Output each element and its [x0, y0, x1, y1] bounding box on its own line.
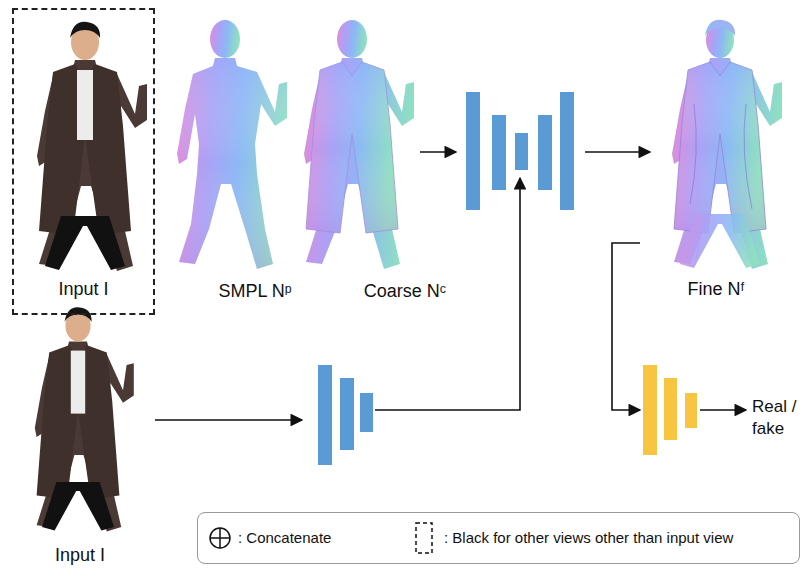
symbol-cross — [210, 528, 230, 548]
coat — [37, 345, 120, 499]
layer — [664, 378, 677, 440]
symbol-dashed-rect — [416, 523, 432, 553]
coat — [39, 64, 131, 235]
arrow — [585, 151, 650, 153]
layer — [340, 378, 354, 450]
coarse-head — [337, 20, 367, 58]
hair — [70, 22, 100, 38]
figure-label: Fine Nᶠ — [687, 279, 744, 301]
shirt — [71, 351, 85, 414]
dashed-box-symbol — [414, 521, 434, 555]
arrow — [155, 419, 302, 421]
image-encoder — [318, 365, 373, 465]
pants — [45, 216, 125, 270]
fine-coat — [674, 62, 766, 233]
fine-normal — [672, 20, 782, 269]
figure-label: Coarse Nᶜ — [364, 281, 446, 303]
layer — [515, 133, 528, 170]
input-photo — [37, 22, 147, 271]
pants — [42, 482, 114, 531]
smpl-body — [177, 58, 287, 269]
legend-text: : Black for other views other than input… — [444, 529, 733, 547]
figure-label: SMPL Nᵖ — [218, 281, 291, 303]
smpl-normal — [177, 20, 287, 269]
layer — [643, 365, 657, 455]
coarse-coat — [306, 62, 398, 233]
concat-symbol — [208, 526, 232, 550]
fine-pants — [680, 214, 760, 268]
input-photo — [35, 307, 134, 531]
coarse-body — [304, 58, 414, 269]
layer — [318, 365, 332, 465]
layer — [538, 115, 552, 190]
dashed-input-box: Input I — [12, 8, 155, 315]
coarse-normal — [304, 20, 414, 269]
arrow — [612, 243, 640, 410]
shirt — [77, 70, 93, 140]
fine-shade — [674, 62, 766, 233]
layer — [466, 92, 480, 210]
symbol-circle — [210, 528, 230, 548]
fine-hair — [705, 20, 735, 36]
arms — [35, 342, 134, 532]
layer — [685, 393, 697, 428]
figure-label: Real / fake — [752, 396, 810, 440]
smpl-shade — [177, 58, 287, 269]
legend-text: : Concatenate — [238, 529, 331, 547]
node-label: Input I — [58, 279, 108, 301]
coarse-shade — [306, 62, 398, 233]
fine-body — [672, 58, 782, 269]
arms — [37, 60, 147, 271]
figure-label: Input I — [55, 545, 105, 567]
arrow — [420, 151, 456, 153]
smpl-head — [210, 20, 240, 58]
legend-box: : Concatenate : Black for other views oth… — [197, 512, 800, 564]
discriminator — [643, 365, 697, 455]
arrow — [700, 409, 746, 411]
arrows — [155, 152, 746, 420]
layer — [492, 115, 506, 190]
layer — [360, 393, 373, 432]
layer — [560, 92, 574, 210]
